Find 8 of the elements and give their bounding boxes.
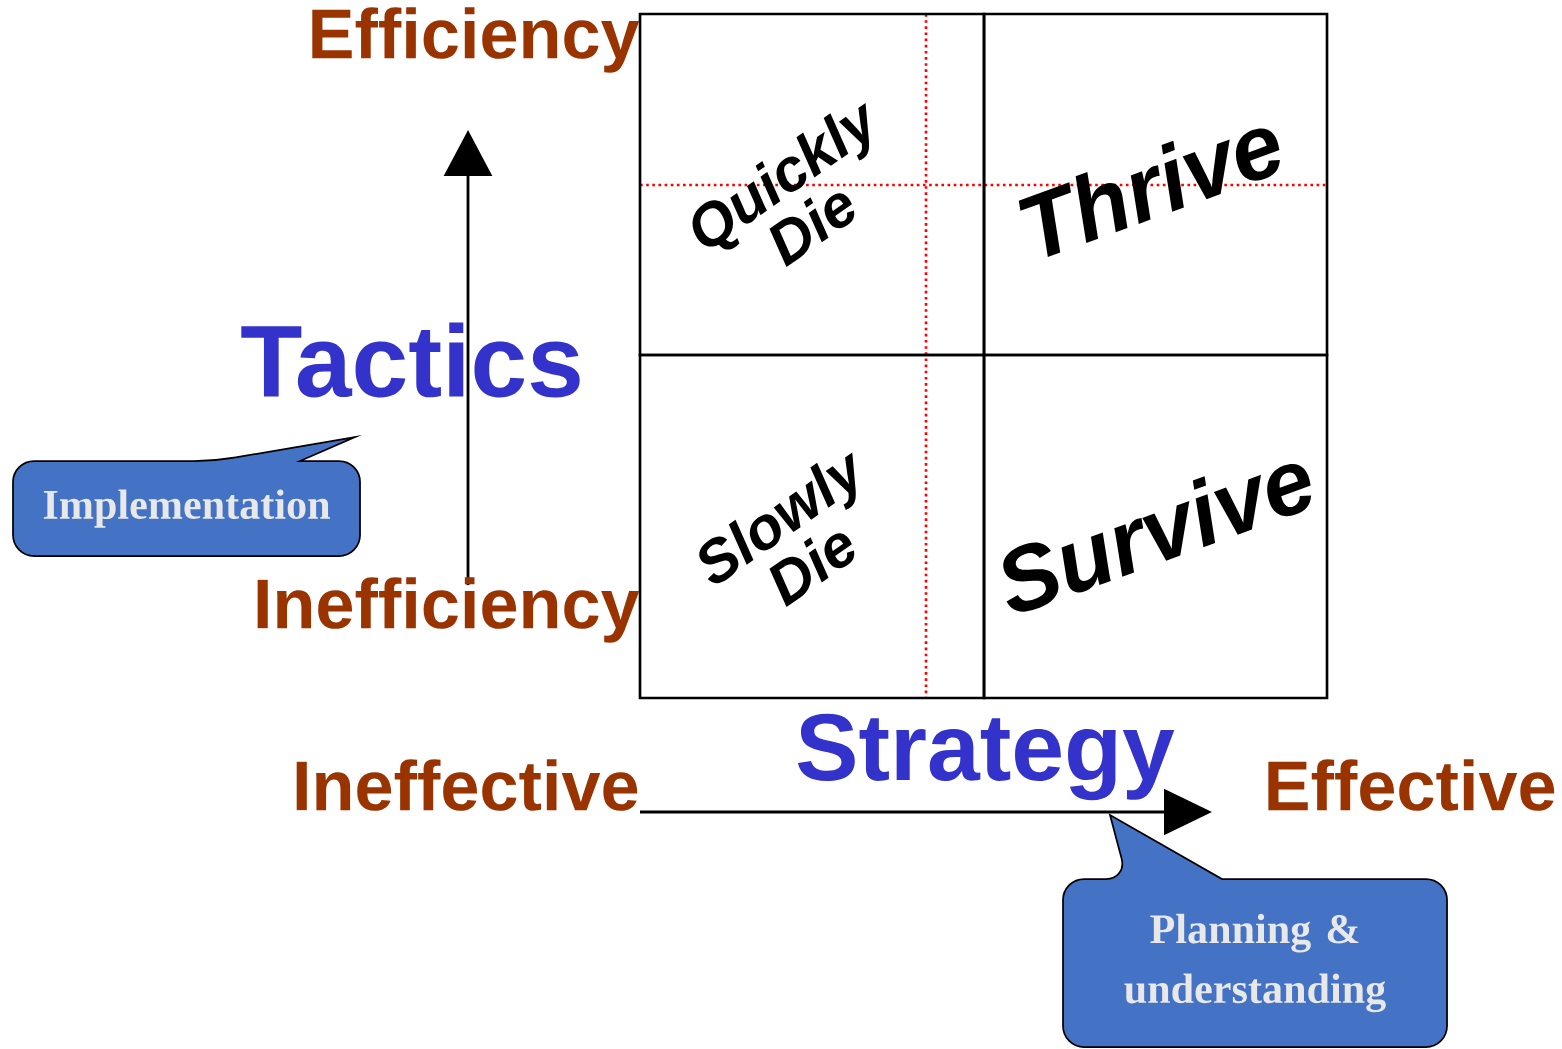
axis-label: Inefficiency <box>257 577 640 643</box>
callout: Planning & understanding <box>1062 814 1448 1048</box>
quadrant-cell: Thrive <box>982 12 1329 357</box>
axis-label: Ineffective <box>296 759 638 811</box>
callout: Implementation <box>12 436 361 557</box>
axis-label: Effective <box>1268 759 1555 811</box>
axis-title: Strategy <box>797 713 1175 801</box>
quadrant-cell: Survive <box>982 353 1329 700</box>
